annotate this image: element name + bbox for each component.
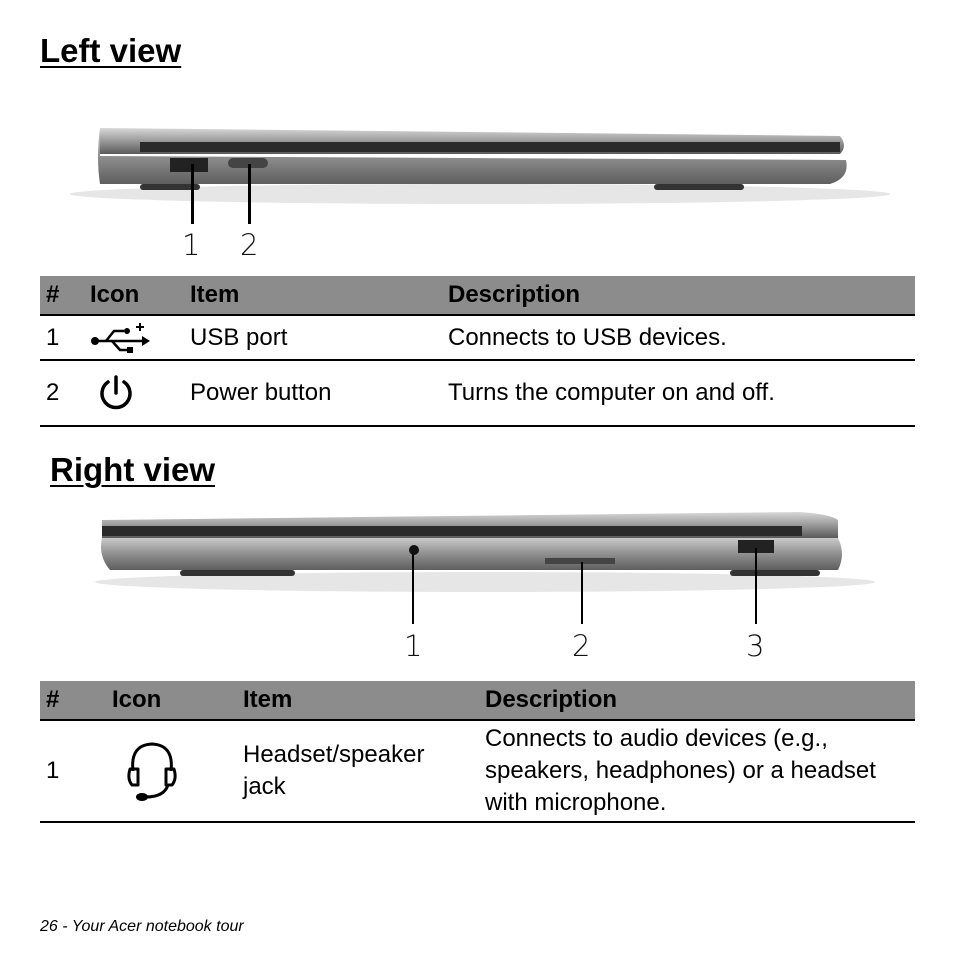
- header-num: #: [40, 276, 84, 316]
- right-view-table: # Icon Item Description 1 Headset/speake…: [40, 681, 915, 823]
- header-item: Item: [184, 276, 442, 316]
- header-num: #: [40, 681, 106, 721]
- laptop-left-side-image: [70, 128, 890, 224]
- power-icon: [100, 375, 132, 410]
- table-header-row: # Icon Item Description: [40, 681, 915, 721]
- headset-icon: [127, 742, 177, 801]
- left-view-title: Left view: [40, 32, 182, 69]
- row-item: Power button: [184, 360, 442, 427]
- row-description: Turns the computer on and off.: [442, 360, 915, 427]
- row-description: Connects to USB devices.: [442, 315, 915, 361]
- table-row: 1 USB port Connects to USB devices.: [40, 315, 915, 361]
- right-view-title: Right view: [50, 451, 216, 488]
- right-callout-1: 1: [404, 629, 423, 663]
- header-description: Description: [442, 276, 915, 316]
- row-num: 1: [40, 315, 84, 361]
- table-row: 2 Power button Turns the computer on and…: [40, 360, 915, 427]
- right-callout-3: 3: [746, 629, 765, 663]
- left-callout-2: 2: [240, 228, 259, 262]
- table-header-row: # Icon Item Description: [40, 276, 915, 316]
- row-num: 1: [40, 720, 106, 823]
- header-description: Description: [479, 681, 915, 721]
- page-footer: 26 - Your Acer notebook tour: [40, 918, 244, 935]
- row-num: 2: [40, 360, 84, 427]
- usb-icon: [91, 322, 150, 353]
- row-item: USB port: [184, 315, 442, 361]
- left-view-table: # Icon Item Description 1 USB port Conne…: [40, 276, 915, 427]
- left-callout-1: 1: [182, 228, 201, 262]
- row-description: Connects to audio devices (e.g., speaker…: [479, 720, 915, 823]
- laptop-right-side-image: [95, 512, 875, 624]
- header-item: Item: [237, 681, 479, 721]
- header-icon: Icon: [106, 681, 237, 721]
- row-item: Headset/speaker jack: [237, 720, 479, 823]
- table-row: 1 Headset/speaker jack Connects to audio…: [40, 720, 915, 823]
- header-icon: Icon: [84, 276, 184, 316]
- right-callout-2: 2: [572, 629, 591, 663]
